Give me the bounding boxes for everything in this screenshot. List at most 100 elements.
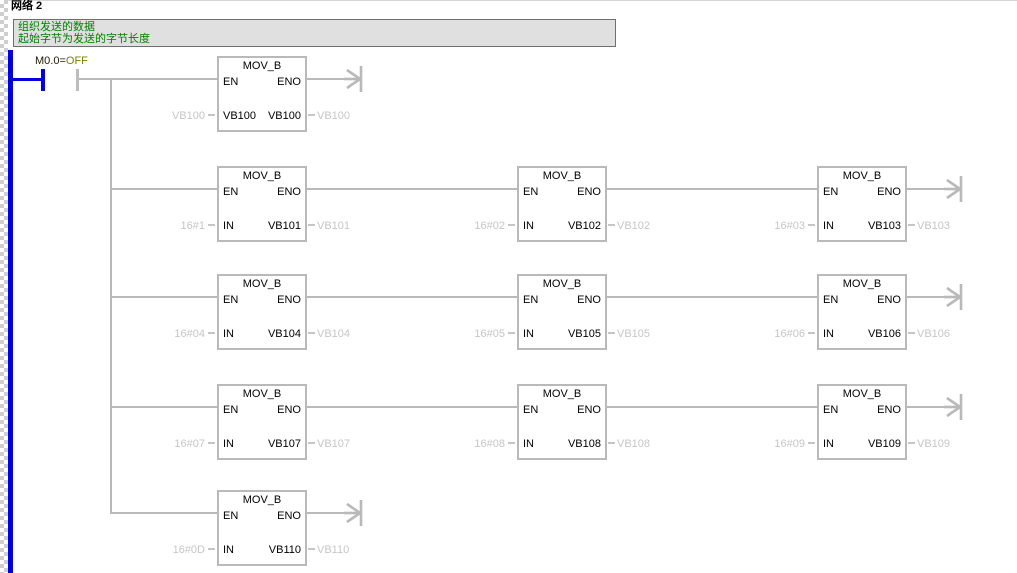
eno-pin-label: ENO xyxy=(577,294,601,306)
movb-box[interactable]: MOV_B EN ENO IN VB108 xyxy=(517,384,607,460)
wire xyxy=(307,296,517,298)
powered-wire xyxy=(13,78,41,81)
pin-stub xyxy=(208,224,215,226)
box-title: MOV_B xyxy=(542,278,582,290)
pin-stub xyxy=(308,332,315,334)
movb-box[interactable]: MOV_B EN ENO IN VB103 xyxy=(817,166,907,242)
out-operand[interactable]: VB100 xyxy=(267,110,301,122)
in-pin-label: IN xyxy=(523,220,534,232)
wire xyxy=(607,406,817,408)
out-status-value: VB108 xyxy=(617,438,651,450)
in-status-value: 16#06 xyxy=(774,328,805,340)
movb-box[interactable]: MOV_B EN ENO IN VB107 xyxy=(217,384,307,460)
in-pin-label: IN xyxy=(823,328,834,340)
box-title: MOV_B xyxy=(542,170,582,182)
box-title: MOV_B xyxy=(242,388,282,400)
pin-stub xyxy=(308,114,315,116)
en-pin-label: EN xyxy=(823,186,839,198)
pin-stub xyxy=(908,224,915,226)
out-status-value: VB100 xyxy=(317,110,351,122)
out-status-value: VB102 xyxy=(617,220,651,232)
contact-operand-label[interactable]: M0.0=OFF xyxy=(35,56,88,67)
pin-stub xyxy=(608,332,615,334)
movb-box[interactable]: MOV_B EN ENO VB100 VB100 xyxy=(217,56,307,132)
box-title: MOV_B xyxy=(242,494,282,506)
wire xyxy=(110,512,217,514)
eno-pin-label: ENO xyxy=(277,510,301,522)
movb-box[interactable]: MOV_B EN ENO IN VB104 xyxy=(217,274,307,350)
comment-line: 起始字节为发送的字节长度 xyxy=(18,33,150,45)
in-status-value: 16#02 xyxy=(474,220,505,232)
network-comment-box[interactable]: 组织发送的数据 起始字节为发送的字节长度 xyxy=(13,19,616,47)
out-status-value: VB107 xyxy=(317,438,351,450)
wire xyxy=(110,188,217,190)
out-operand[interactable]: VB108 xyxy=(567,438,601,450)
network-title[interactable]: 网络 2 xyxy=(11,0,43,12)
movb-box[interactable]: MOV_B EN ENO IN VB106 xyxy=(817,274,907,350)
pin-stub xyxy=(208,114,215,116)
pin-stub xyxy=(608,224,615,226)
en-pin-label: EN xyxy=(223,294,239,306)
pin-stub xyxy=(608,442,615,444)
out-operand[interactable]: VB105 xyxy=(567,328,601,340)
power-rail xyxy=(8,50,13,573)
wire xyxy=(907,188,947,190)
out-operand[interactable]: VB107 xyxy=(267,438,301,450)
out-status-value: VB103 xyxy=(917,220,951,232)
en-pin-label: EN xyxy=(523,186,539,198)
out-operand[interactable]: VB103 xyxy=(867,220,901,232)
en-pin-label: EN xyxy=(223,510,239,522)
in-status-value: 16#03 xyxy=(774,220,805,232)
out-status-value: VB101 xyxy=(317,220,351,232)
eno-pin-label: ENO xyxy=(277,294,301,306)
pin-stub xyxy=(208,442,215,444)
open-branch-arrow-icon xyxy=(944,284,963,310)
in-status-value: 16#07 xyxy=(174,438,205,450)
pin-stub xyxy=(808,442,815,444)
movb-box[interactable]: MOV_B EN ENO IN VB101 xyxy=(217,166,307,242)
eno-pin-label: ENO xyxy=(277,186,301,198)
in-operand[interactable]: VB100 xyxy=(223,110,257,122)
pin-stub xyxy=(508,442,515,444)
eno-pin-label: ENO xyxy=(577,404,601,416)
eno-pin-label: ENO xyxy=(277,76,301,88)
wire xyxy=(307,188,517,190)
out-operand[interactable]: VB104 xyxy=(267,328,301,340)
out-operand[interactable]: VB106 xyxy=(867,328,901,340)
out-operand[interactable]: VB110 xyxy=(268,544,301,556)
box-title: MOV_B xyxy=(242,278,282,290)
wire xyxy=(907,406,947,408)
pin-stub xyxy=(808,224,815,226)
in-pin-label: IN xyxy=(523,328,534,340)
open-branch-arrow-icon xyxy=(944,176,963,202)
in-status-value: 16#0D xyxy=(172,544,205,556)
left-margin-strip xyxy=(0,0,8,573)
contact-left-leg[interactable] xyxy=(41,69,45,91)
in-pin-label: IN xyxy=(823,220,834,232)
in-pin-label: IN xyxy=(523,438,534,450)
out-status-value: VB105 xyxy=(617,328,651,340)
out-operand[interactable]: VB102 xyxy=(567,220,601,232)
movb-box[interactable]: MOV_B EN ENO IN VB105 xyxy=(517,274,607,350)
box-title: MOV_B xyxy=(242,60,282,72)
comment-line: 组织发送的数据 xyxy=(18,21,95,33)
out-operand[interactable]: VB101 xyxy=(267,220,301,232)
wire xyxy=(907,296,947,298)
contact-right-leg[interactable] xyxy=(76,69,79,91)
open-branch-arrow-icon xyxy=(944,394,963,420)
in-pin-label: IN xyxy=(823,438,834,450)
wire xyxy=(307,406,517,408)
movb-box[interactable]: MOV_B EN ENO IN VB109 xyxy=(817,384,907,460)
out-operand[interactable]: VB109 xyxy=(867,438,901,450)
network-separator-line xyxy=(8,0,1017,1)
wire xyxy=(607,296,817,298)
pin-stub xyxy=(208,548,215,550)
eno-pin-label: ENO xyxy=(877,404,901,416)
box-title: MOV_B xyxy=(842,388,882,400)
movb-box[interactable]: MOV_B EN ENO IN VB110 xyxy=(217,490,307,566)
out-status-value: VB110 xyxy=(317,544,350,556)
movb-box[interactable]: MOV_B EN ENO IN VB102 xyxy=(517,166,607,242)
in-status-value: 16#05 xyxy=(474,328,505,340)
wire xyxy=(110,406,217,408)
